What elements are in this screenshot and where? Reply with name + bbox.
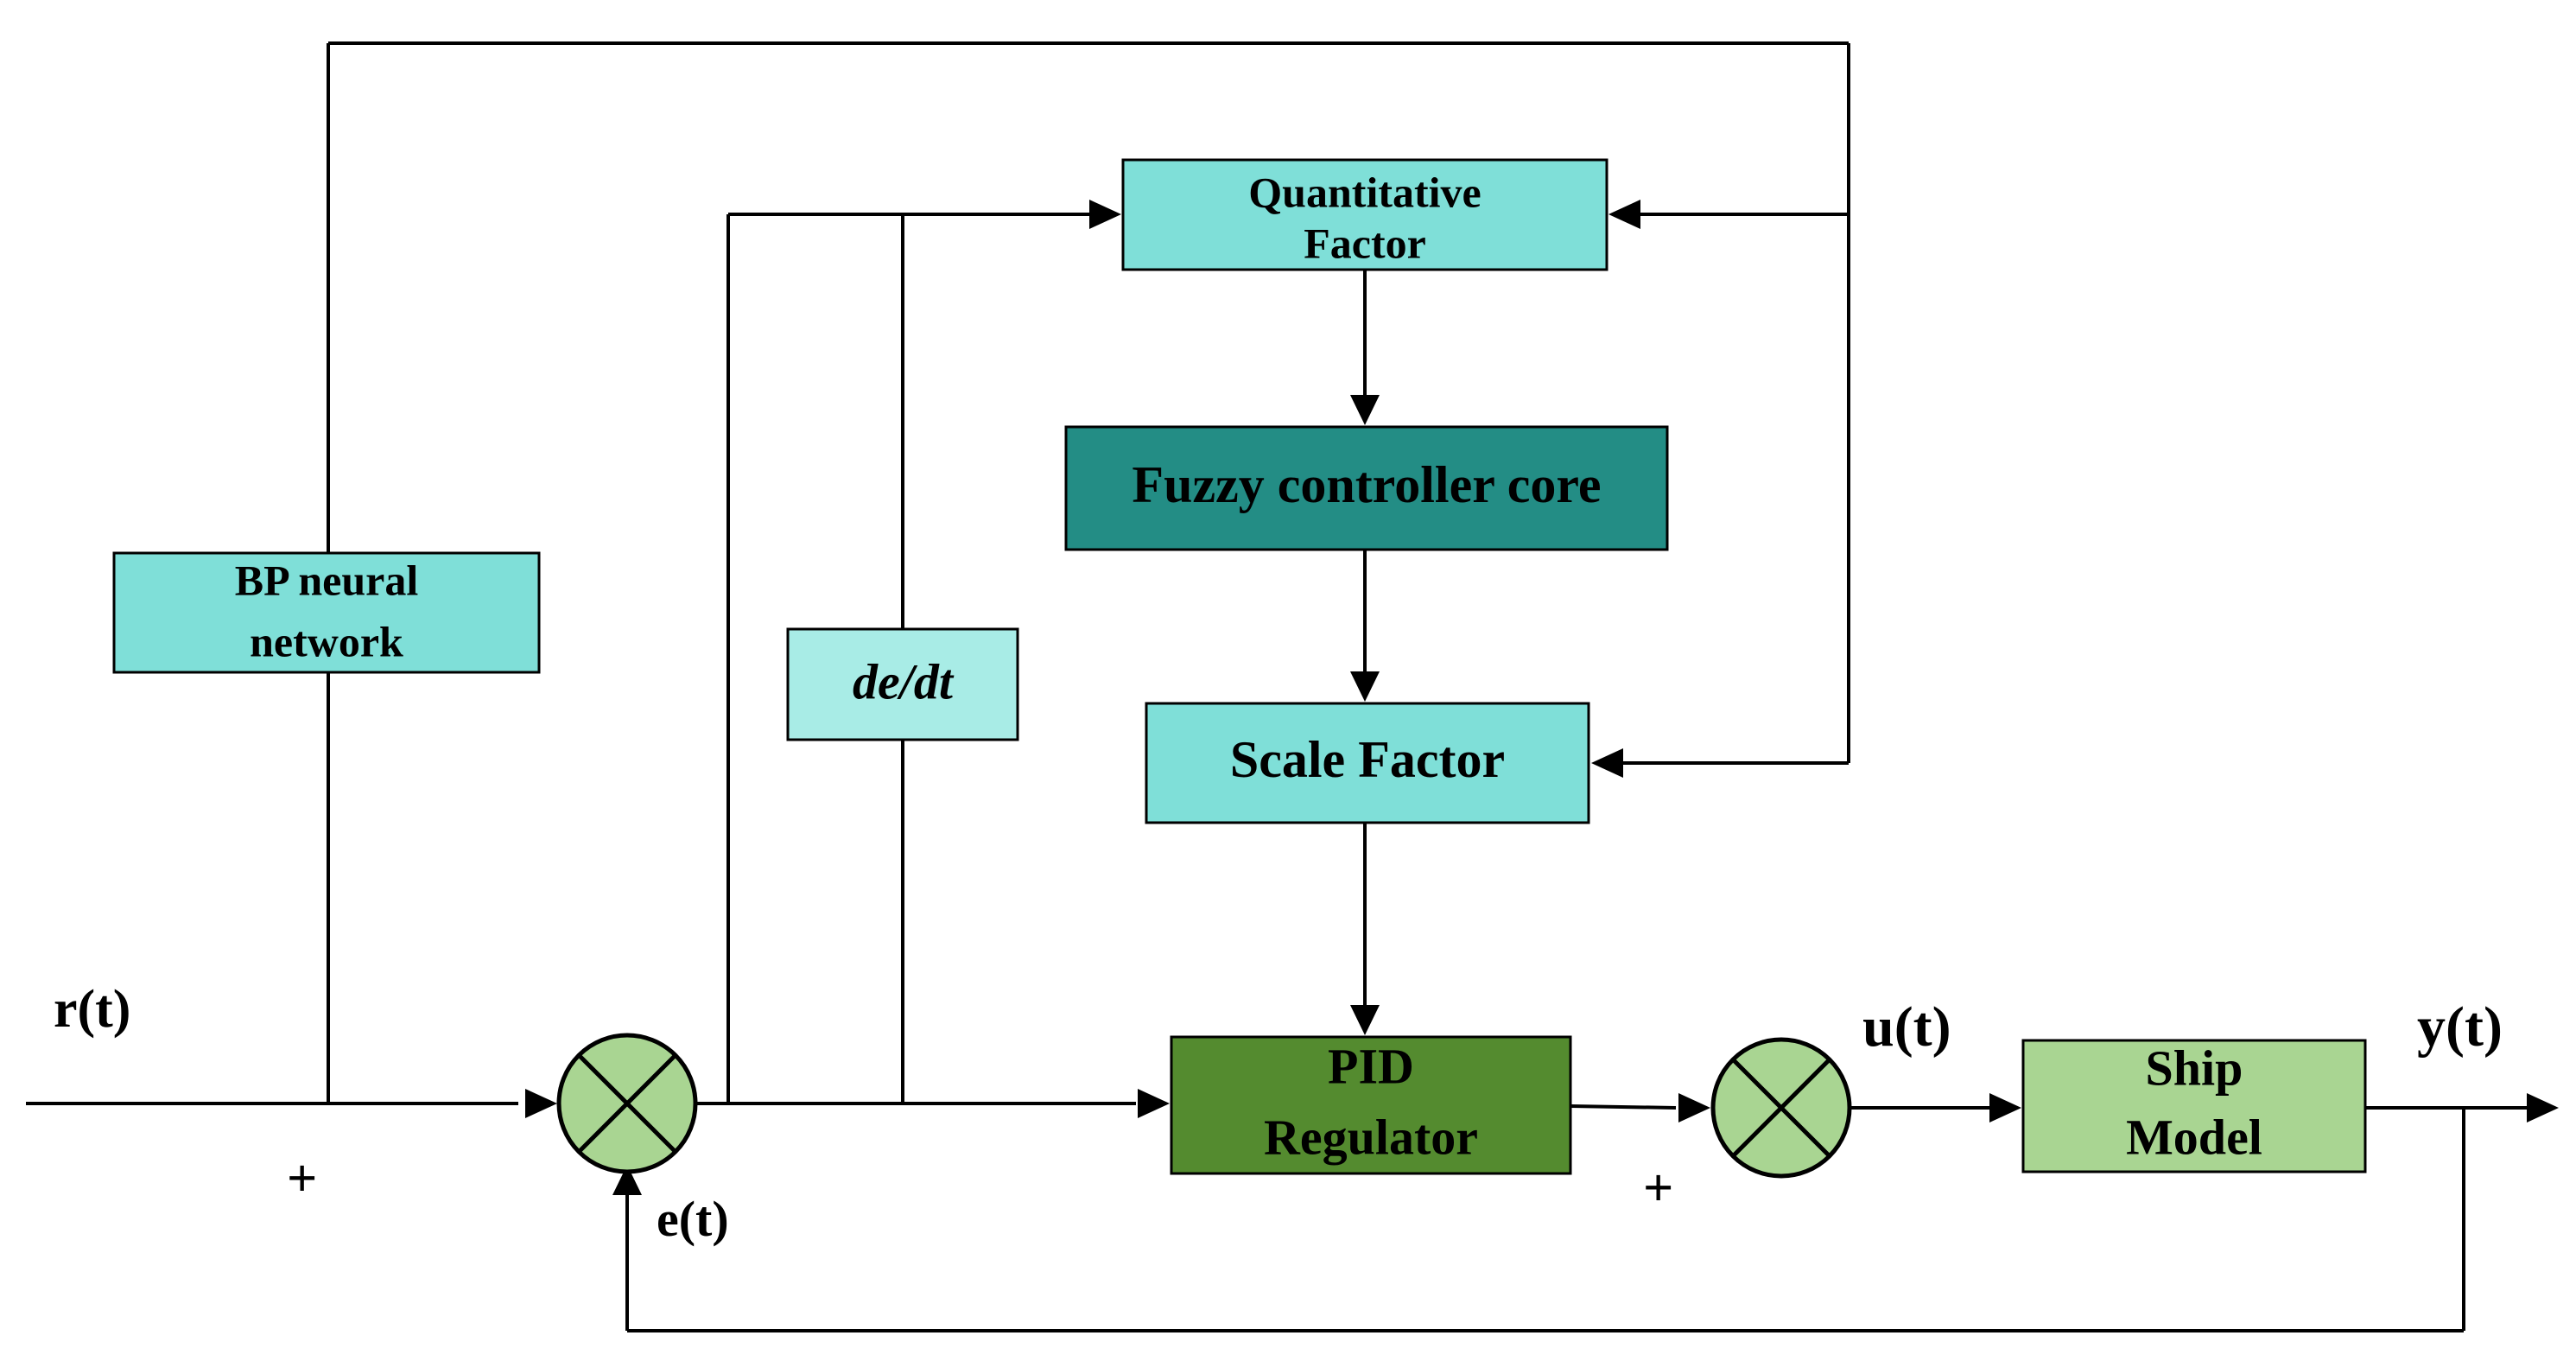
arrowhead-into-quantitative-right (1608, 200, 1640, 229)
bp-neural-network-line1: BP neural (235, 556, 419, 604)
ship-model-line1: Ship (2146, 1040, 2243, 1096)
arrowhead-into-fuzzy (1350, 395, 1380, 425)
arrowheads (525, 200, 2559, 1195)
arrowhead-into-pid-left (1138, 1089, 1170, 1118)
arrowhead-feedback-into-sum1 (612, 1165, 642, 1195)
ship-model-box (2021, 1039, 2367, 1173)
scale-factor-block: Scale Factor (1145, 702, 1590, 824)
ship-model-block: Ship Model (2021, 1039, 2367, 1173)
summing-junction-1 (556, 1033, 698, 1174)
fuzzy-controller-core-label: Fuzzy controller core (1132, 456, 1601, 513)
arrowhead-into-quantitative-left (1089, 200, 1121, 229)
summing-junction-1-cross-b (577, 1053, 677, 1154)
arrowhead-output (2527, 1093, 2559, 1123)
arrowhead-into-pid-top (1350, 1005, 1380, 1035)
derivative-block: de/dt (786, 627, 1019, 741)
bp-neural-network-line2: network (250, 617, 403, 665)
plus-sign-2: + (1643, 1159, 1673, 1218)
arrowhead-into-sum2 (1678, 1093, 1710, 1123)
reference-signal-label: r(t) (54, 980, 130, 1039)
summing-junction-2 (1710, 1037, 1852, 1179)
fuzzy-controller-core-block: Fuzzy controller core (1064, 425, 1669, 551)
control-signal-label: u(t) (1862, 995, 1951, 1059)
pid-regulator-line1: PID (1328, 1038, 1414, 1094)
scale-factor-label: Scale Factor (1230, 731, 1505, 788)
quantitative-factor-line2: Factor (1304, 219, 1426, 267)
arrowhead-into-ship (1989, 1093, 2021, 1123)
quantitative-factor-block: Quantitative Factor (1121, 158, 1608, 271)
pid-to-sum2-line (1570, 1104, 1677, 1110)
pid-regulator-block: PID Regulator (1170, 1035, 1572, 1175)
bp-neural-network-block: BP neural network (112, 551, 541, 674)
output-signal-label: y(t) (2417, 995, 2503, 1059)
derivative-box (786, 627, 1019, 741)
arrowhead-into-scale-right (1591, 748, 1623, 778)
pid-regulator-line2: Regulator (1264, 1109, 1478, 1165)
ship-model-line2: Model (2126, 1109, 2262, 1165)
bp-neural-network-box (112, 551, 541, 674)
signal-labels: r(t) + e(t) + u(t) y(t) (54, 980, 2503, 1247)
plus-sign-1: + (287, 1149, 317, 1208)
summing-junction-2-cross-b (1731, 1058, 1831, 1158)
quantitative-factor-box (1121, 158, 1608, 271)
fuzzy-controller-core-box (1064, 425, 1669, 551)
error-signal-label: e(t) (657, 1191, 729, 1247)
arrowhead-into-sum1 (525, 1089, 557, 1118)
pid-regulator-box (1170, 1035, 1572, 1175)
quantitative-factor-line1: Quantitative (1248, 168, 1481, 216)
scale-factor-box (1145, 702, 1590, 824)
derivative-label: de/dt (853, 653, 955, 709)
arrowhead-into-scale (1350, 671, 1380, 702)
